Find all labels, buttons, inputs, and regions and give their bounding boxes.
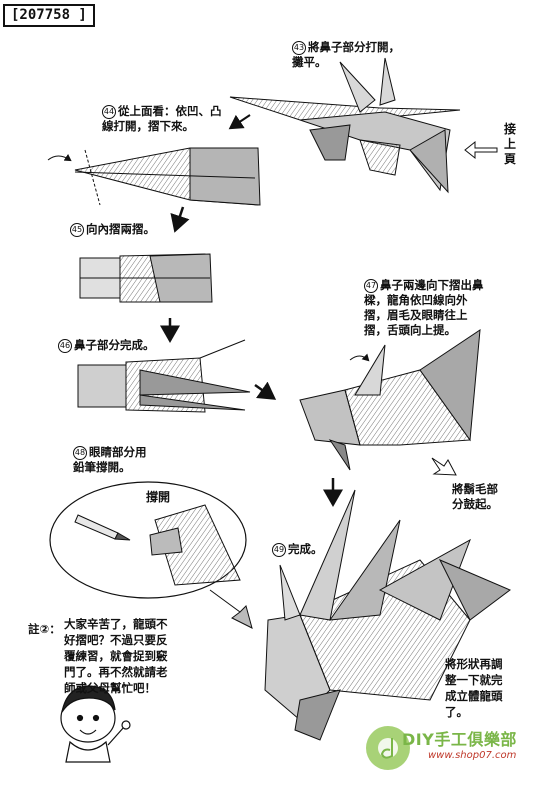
continued-label: 接 上 頁 bbox=[503, 122, 516, 166]
step48-zoom-bubble bbox=[49, 481, 253, 629]
flow-arrow-44-45 bbox=[170, 206, 190, 233]
spread-label: 撐開 bbox=[146, 490, 171, 504]
flow-arrow-43-44 bbox=[228, 114, 251, 130]
step43-figure bbox=[229, 57, 461, 194]
pencil-icon bbox=[74, 514, 131, 541]
cartoon-kid-illustration bbox=[60, 685, 131, 763]
step46-figure bbox=[77, 339, 251, 413]
watermark-logo bbox=[366, 726, 410, 770]
step47-figure bbox=[299, 329, 481, 471]
note-label: 註②： bbox=[28, 622, 61, 636]
note-text: 大家辛苦了，龍頭不 好摺吧？不過只要反 覆練習，就會捉到竅 門了。再不然就請老 … bbox=[64, 617, 168, 695]
flow-arrow-46-47 bbox=[254, 381, 277, 400]
continued-arrow bbox=[464, 140, 498, 160]
whiskers-arrow bbox=[431, 457, 457, 476]
step45-figure bbox=[79, 253, 213, 303]
adjust-caption: 將形狀再調 整一下就完 成立體龍頭 了。 bbox=[445, 657, 503, 719]
whiskers-label: 將鬍毛部 分鼓起。 bbox=[452, 482, 498, 511]
step44-figure bbox=[47, 147, 261, 206]
page-id-badge: [207758 ] bbox=[3, 4, 95, 27]
watermark-brand: DIY手工俱樂部 bbox=[402, 730, 517, 749]
watermark-url: www.shop07.com bbox=[428, 750, 517, 761]
step49-figure bbox=[264, 489, 511, 741]
